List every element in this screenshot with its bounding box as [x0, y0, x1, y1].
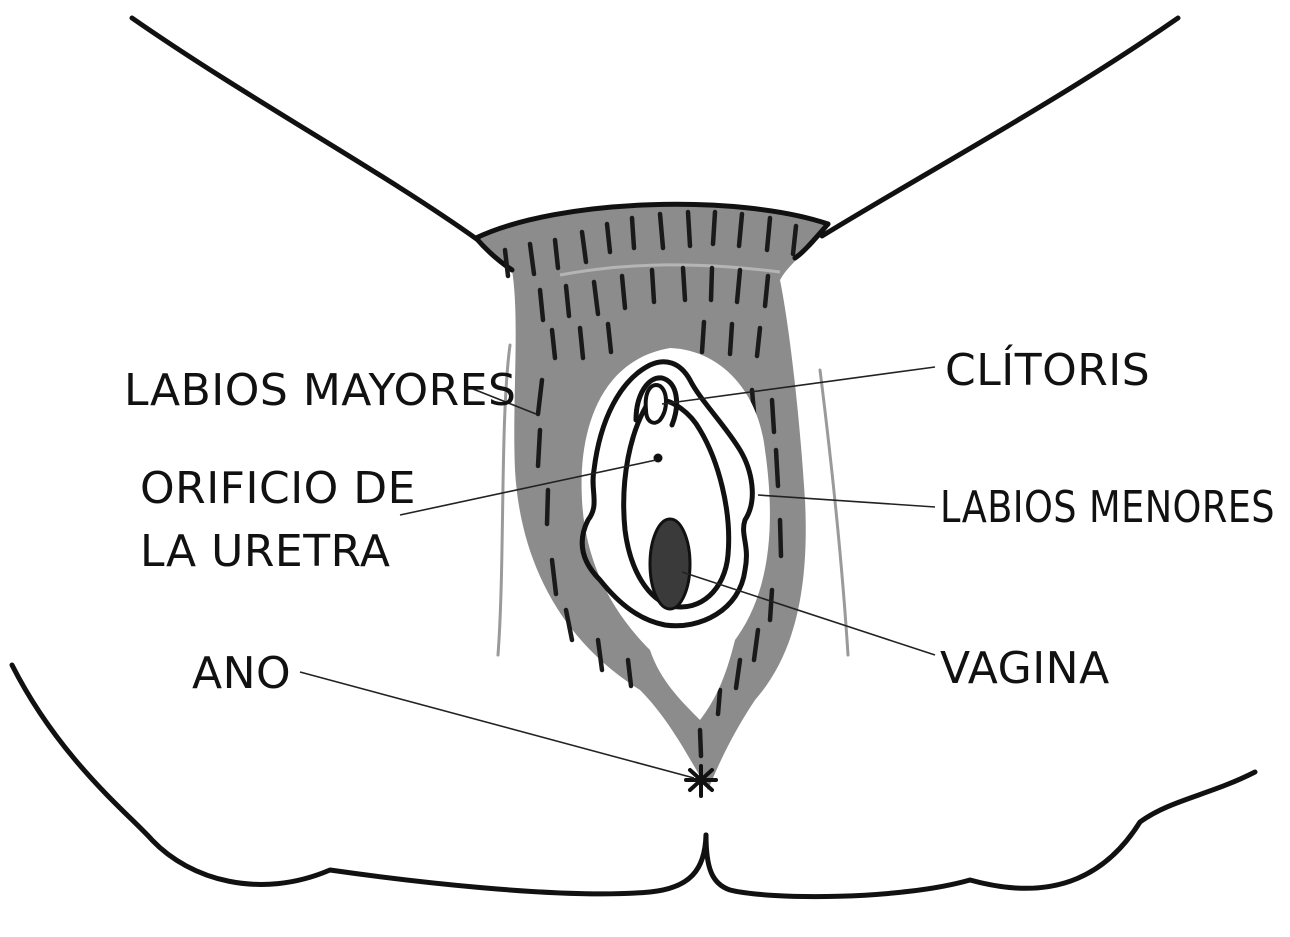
right-thigh-line — [822, 18, 1178, 236]
vaginal-opening — [650, 519, 690, 609]
label-labios-menores: LABIOS MENORES — [940, 482, 1275, 533]
anus-mark — [686, 766, 716, 796]
label-orificio-uretra-line2: LA URETRA — [140, 526, 390, 577]
left-thigh-line — [132, 18, 478, 240]
label-vagina: VAGINA — [940, 643, 1110, 694]
label-ano: ANO — [192, 648, 291, 699]
label-labios-mayores: LABIOS MAYORES — [124, 365, 516, 416]
label-clitoris: CLÍTORIS — [945, 343, 1150, 396]
leader-ano — [300, 672, 694, 778]
urethral-opening — [654, 454, 663, 463]
left-buttock-outline — [12, 665, 706, 894]
label-orificio-uretra-line1: ORIFICIO DE — [140, 463, 416, 514]
right-buttock-outline — [706, 772, 1255, 897]
right-inner-thigh-line — [820, 370, 848, 655]
